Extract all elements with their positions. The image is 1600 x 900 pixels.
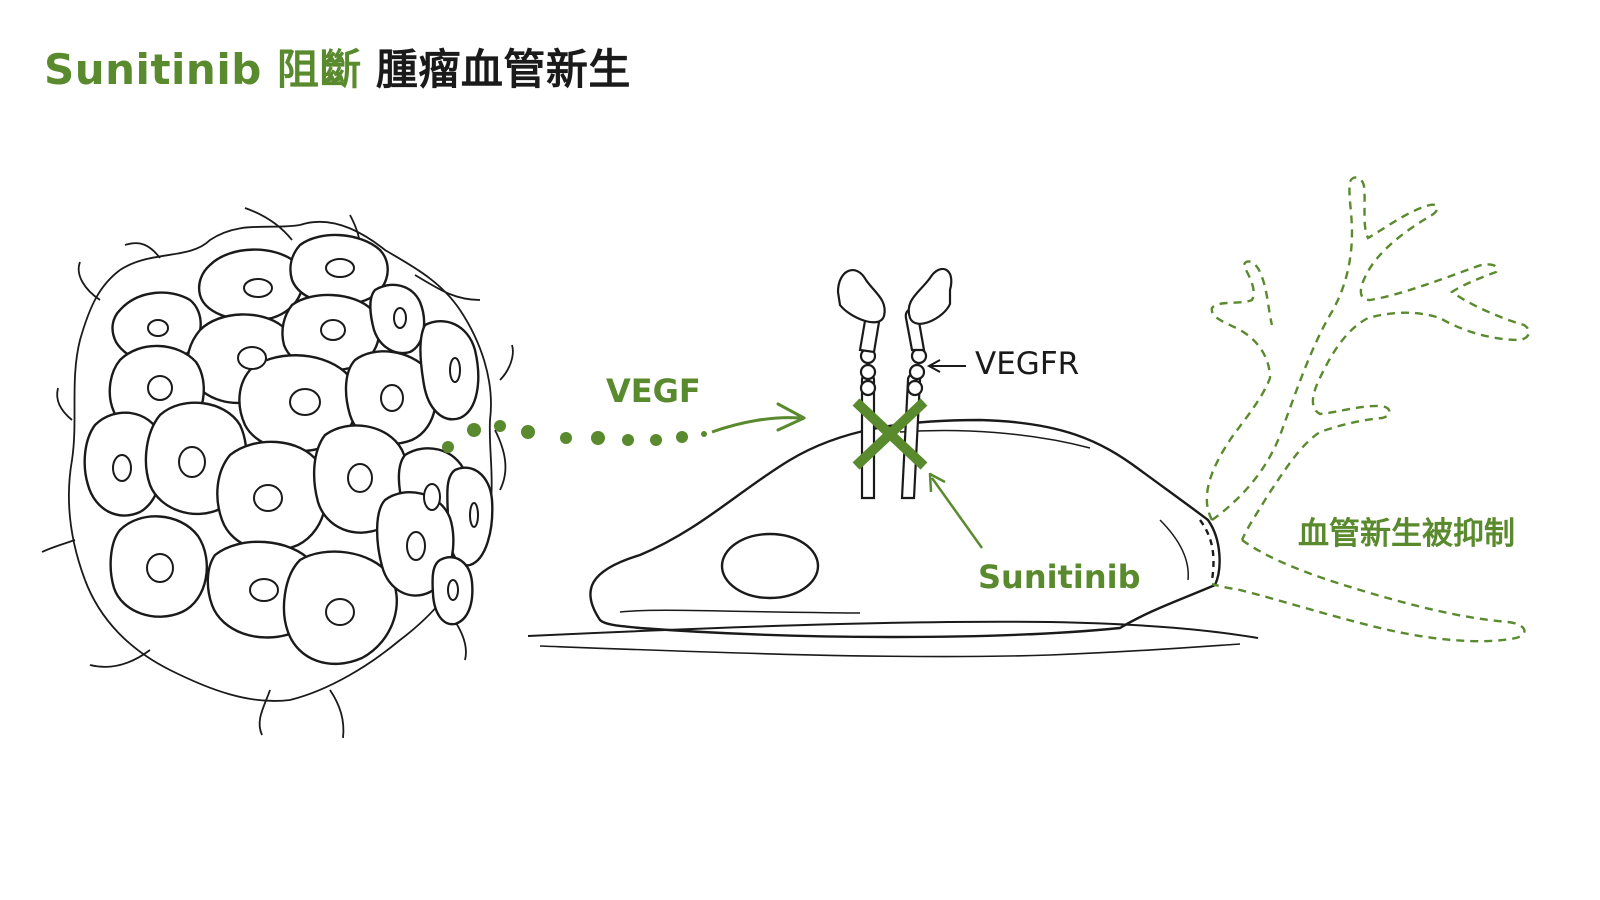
sunitinib-label: Sunitinib bbox=[978, 558, 1141, 596]
vegfr-label: VEGFR bbox=[975, 346, 1080, 382]
sunitinib-arrowhead-icon bbox=[928, 472, 946, 493]
angiogenesis-inhibited-label: 血管新生被抑制 bbox=[1298, 516, 1515, 552]
vegfr-arrowhead-icon bbox=[926, 359, 941, 373]
tumor-cluster bbox=[41, 207, 514, 739]
tumor-nuclei bbox=[112, 258, 479, 626]
vegf-label: VEGF bbox=[606, 372, 701, 410]
tumor-cells bbox=[83, 233, 494, 666]
vegf-signal-dots bbox=[442, 420, 707, 453]
sunitinib-pointer-arrow bbox=[930, 477, 984, 549]
title-drug-text: Sunitinib 阻斷 bbox=[44, 45, 362, 94]
block-x-icon bbox=[852, 398, 928, 470]
endothelial-cell bbox=[527, 418, 1259, 658]
vegf-arrow bbox=[711, 416, 801, 434]
title-topic-text: 腫瘤血管新生 bbox=[375, 45, 631, 94]
inhibited-vessel-branches bbox=[1199, 176, 1531, 643]
page-title: Sunitinib 阻斷腫瘤血管新生 bbox=[44, 36, 631, 97]
vegf-arrowhead-icon bbox=[776, 402, 806, 432]
endothelial-nucleus bbox=[720, 532, 820, 600]
